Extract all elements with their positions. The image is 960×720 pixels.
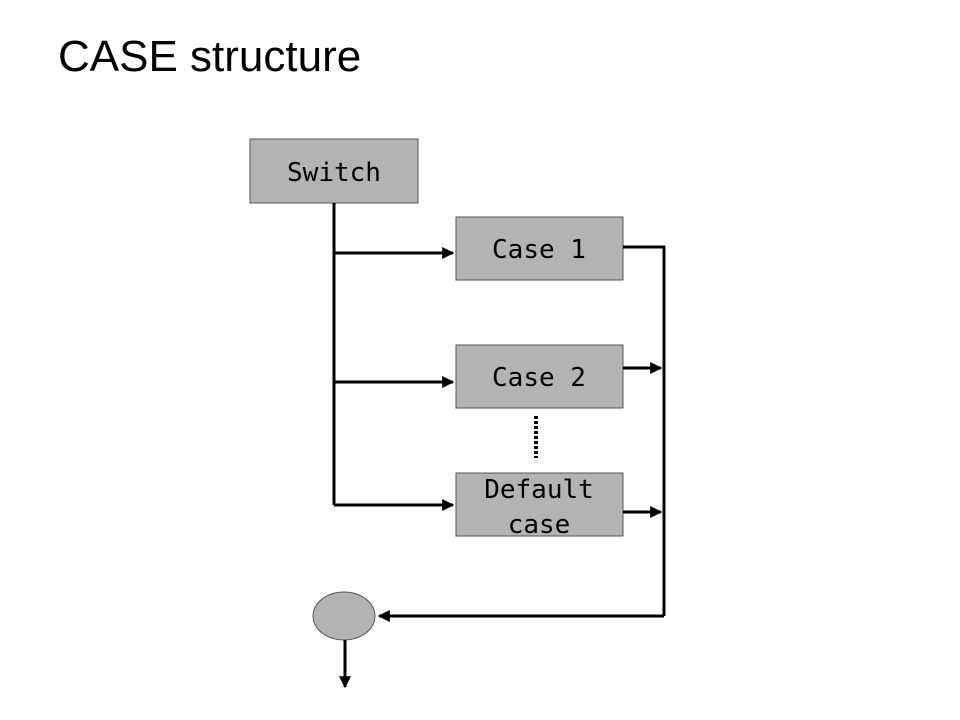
default-case-box: Default case: [455, 472, 624, 540]
case-2-label: Case 2: [492, 363, 586, 393]
slide-title: CASE structure: [58, 32, 362, 81]
switch-label: Switch: [287, 158, 381, 188]
connector-circle: [312, 591, 376, 641]
switch-box: Switch: [249, 138, 419, 204]
default-case-label-line2: case: [508, 510, 571, 540]
case-1-box: Case 1: [455, 216, 624, 281]
case-2-box: Case 2: [455, 344, 624, 409]
default-case-label-line1: Default: [484, 475, 594, 505]
case-1-label: Case 1: [492, 235, 586, 265]
collector-line: [623, 245, 666, 616]
